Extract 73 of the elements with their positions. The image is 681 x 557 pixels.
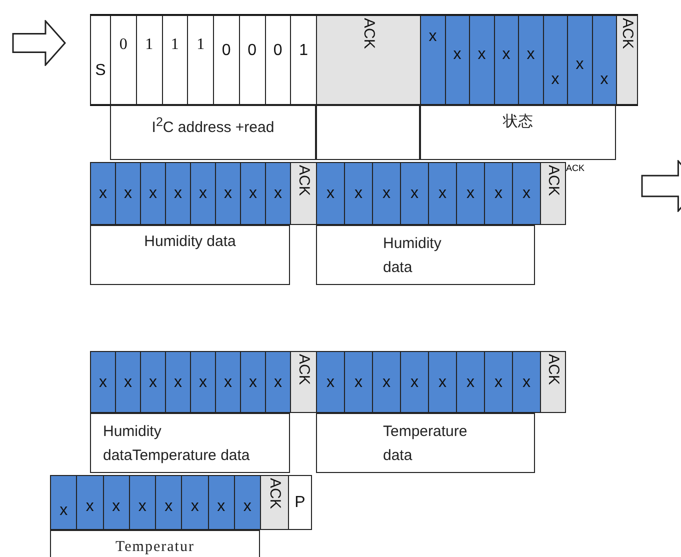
data-bit: x <box>240 162 266 225</box>
ack-bit: ACK <box>260 475 289 530</box>
data-bit: x <box>90 351 116 413</box>
ack-bit: ACK <box>540 351 566 413</box>
data-bit: x <box>165 162 191 225</box>
data-bit: x <box>234 475 261 530</box>
data-bit: x <box>50 475 78 530</box>
field-caption: Humidity data <box>90 225 290 285</box>
stop-bit: P <box>288 475 312 530</box>
data-bit: x <box>115 351 141 413</box>
data-bit: x <box>265 351 291 413</box>
data-bit: x <box>400 162 429 225</box>
data-bit: x <box>372 351 401 413</box>
ack-bit: ACK <box>290 162 317 225</box>
address-bit: 1 <box>187 15 214 105</box>
data-bit: x <box>484 351 513 413</box>
ack-bit: ACK <box>316 15 421 105</box>
data-bit: x <box>456 162 485 225</box>
address-bit: 0 <box>213 15 240 105</box>
data-bit: x <box>512 162 541 225</box>
data-bit: x <box>90 162 116 225</box>
data-bit: x <box>208 475 235 530</box>
data-bit: x <box>240 351 266 413</box>
field-caption: 状态 <box>420 105 616 160</box>
data-bit: x <box>190 162 216 225</box>
data-bit: x <box>190 351 216 413</box>
data-bit: x <box>316 351 345 413</box>
data-bit: x <box>128 475 156 530</box>
data-bit: x <box>76 475 104 530</box>
start-bit: S <box>90 15 111 105</box>
data-bit: x <box>102 475 130 530</box>
data-bit: x <box>484 162 513 225</box>
data-bit: x <box>400 351 429 413</box>
data-bit: x <box>344 162 373 225</box>
data-bit: x <box>372 162 401 225</box>
ack-bit: ACK <box>290 351 317 413</box>
data-bit: x <box>140 162 166 225</box>
address-bit: 0 <box>238 15 266 105</box>
data-bit: x <box>181 475 208 530</box>
data-bit: x <box>316 162 345 225</box>
data-bit: x <box>428 351 457 413</box>
data-bit: x <box>115 162 141 225</box>
data-bit: x <box>512 351 541 413</box>
data-bit: x <box>344 351 373 413</box>
data-bit: x <box>494 15 519 105</box>
data-bit: x <box>444 15 470 105</box>
address-bit: 0 <box>264 15 292 105</box>
data-bit: x <box>592 15 617 105</box>
field-caption: Humidity dataTemperature data <box>90 413 290 473</box>
data-bit: x <box>542 15 568 105</box>
data-bit: x <box>265 162 291 225</box>
address-bit: 0 <box>110 15 137 105</box>
data-bit: x <box>456 351 485 413</box>
address-bit: 1 <box>290 15 317 105</box>
data-bit: x <box>215 351 241 413</box>
data-bit: x <box>420 15 446 105</box>
ack-bit: ACK <box>616 15 638 105</box>
field-caption: Humidity data <box>316 225 535 285</box>
data-bit: x <box>215 162 241 225</box>
field-caption: Temperatur <box>50 530 260 557</box>
field-caption: Temperature data <box>316 413 535 473</box>
field-caption: I$^{2}$C address +read <box>110 105 316 160</box>
address-bit: 1 <box>162 15 188 105</box>
ack-bit: ACK <box>540 162 566 225</box>
data-bit: x <box>165 351 191 413</box>
data-bit: x <box>518 15 544 105</box>
data-bit: x <box>140 351 166 413</box>
address-bit: 1 <box>136 15 162 105</box>
data-bit: x <box>567 15 592 105</box>
data-bit: x <box>428 162 457 225</box>
ack-note: ACK <box>566 163 585 173</box>
data-bit: x <box>469 15 494 105</box>
data-bit: x <box>155 475 182 530</box>
